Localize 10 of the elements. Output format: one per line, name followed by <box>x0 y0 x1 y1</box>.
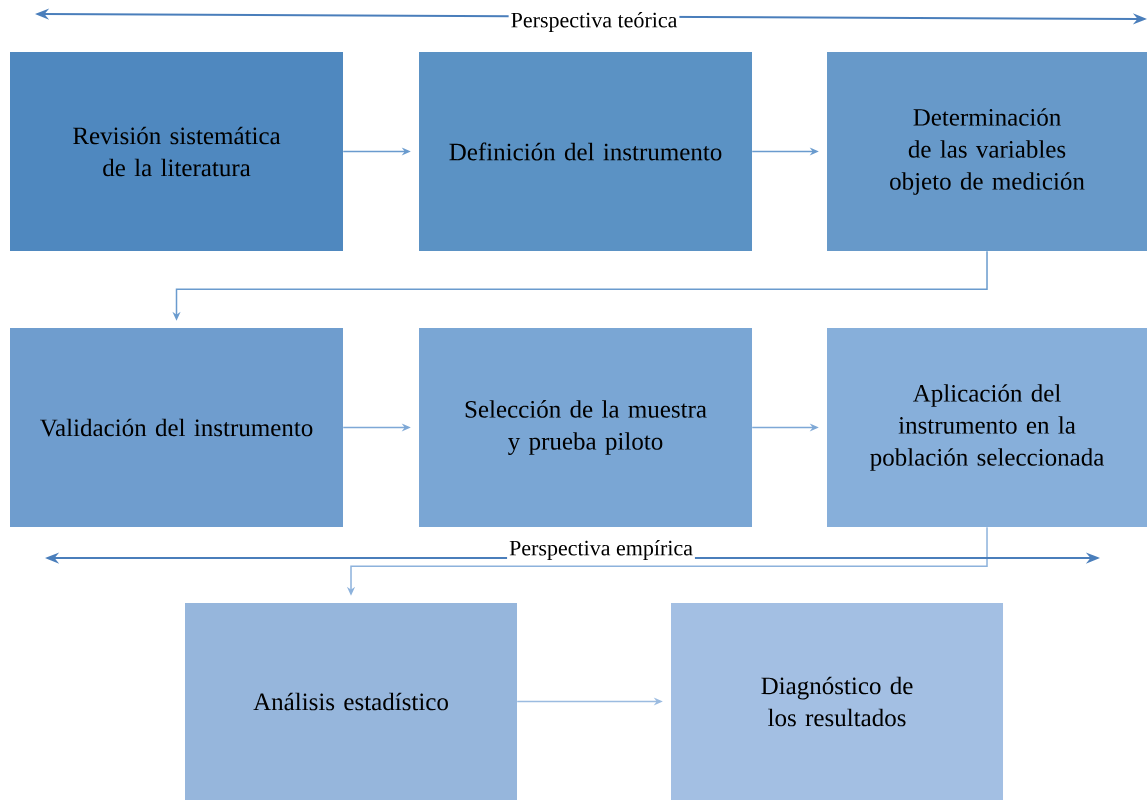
process-box: Diagnóstico de los resultados <box>671 603 1003 800</box>
process-box: Análisis estadístico <box>185 603 517 800</box>
process-box: Determinación de las variables objeto de medición <box>827 52 1147 251</box>
process-box: Validación del instrumento <box>10 328 343 527</box>
process-box: Selección de la muestra y prueba piloto <box>419 328 752 527</box>
process-box: Revisión sistemática de la literatura <box>10 52 343 251</box>
axis-label: Perspectiva empírica <box>507 538 695 562</box>
axis-label: Perspectiva teórica <box>508 10 680 34</box>
process-box: Definición del instrumento <box>419 52 752 251</box>
process-box: Aplicación del instrumento en la población seleccionada <box>827 328 1147 527</box>
